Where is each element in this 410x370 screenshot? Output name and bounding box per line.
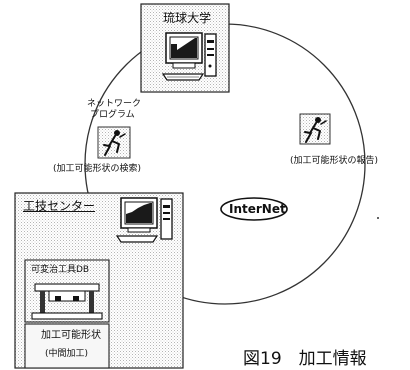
internet-node [220, 197, 288, 221]
program-label-line1: ネットワーク [87, 99, 142, 109]
center-computer-icon [115, 197, 173, 243]
report-label: (加工可能形状の報告) [290, 156, 379, 166]
stray-dot [377, 217, 379, 219]
result-label-line2: (中間加工) [45, 349, 89, 359]
university-label: 琉球大学 [163, 11, 212, 25]
result-label-line1: 加工可能形状 [41, 330, 101, 341]
result-box [24, 323, 110, 369]
internet-label: InterNet [229, 202, 286, 216]
university-computer-icon [161, 32, 217, 81]
center-label: 工技センター [23, 199, 96, 213]
figure-caption: 図19 加工情報 [243, 349, 367, 369]
shape-library-label: 可変治工具DB [31, 265, 90, 275]
search-label: (加工可能形状の検索) [53, 164, 142, 174]
report-icon [299, 113, 331, 145]
fixture-icon [31, 283, 103, 320]
program-label-line2: プログラム [90, 110, 135, 120]
program-icon [97, 126, 131, 159]
